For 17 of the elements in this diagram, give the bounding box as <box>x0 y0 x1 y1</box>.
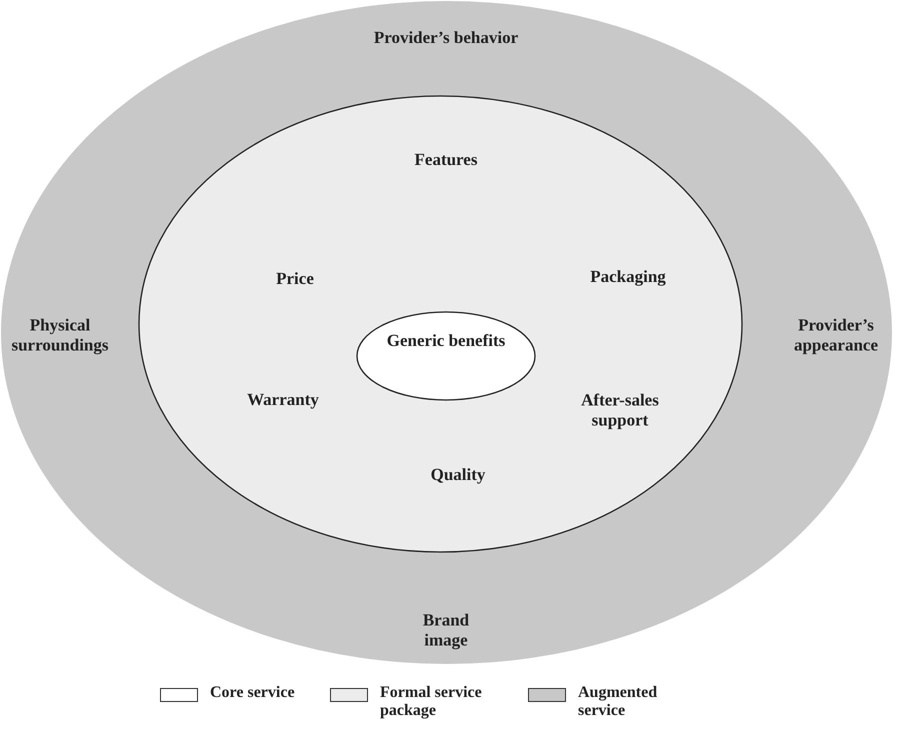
region-label: Physical surroundings <box>10 315 110 355</box>
region-label: Price <box>275 269 315 289</box>
region-label: After-sales support <box>580 390 660 430</box>
region-label: Provider’s behavior <box>372 28 520 48</box>
outer-ellipse <box>0 0 893 665</box>
middle-ellipse <box>138 95 743 553</box>
region-label: Packaging <box>589 267 667 287</box>
legend-label: Formal service package <box>380 684 483 720</box>
region-label: Provider’s appearance <box>792 315 880 355</box>
region-label: Brand image <box>422 610 470 650</box>
legend-label: Core service <box>210 684 296 702</box>
legend-label: Augmented service <box>578 684 658 720</box>
region-label: Features <box>414 150 478 170</box>
region-label: Warranty <box>246 390 320 410</box>
region-label: Generic benefits <box>386 331 506 351</box>
region-label: Quality <box>430 465 486 485</box>
inner-ellipse <box>356 311 536 401</box>
